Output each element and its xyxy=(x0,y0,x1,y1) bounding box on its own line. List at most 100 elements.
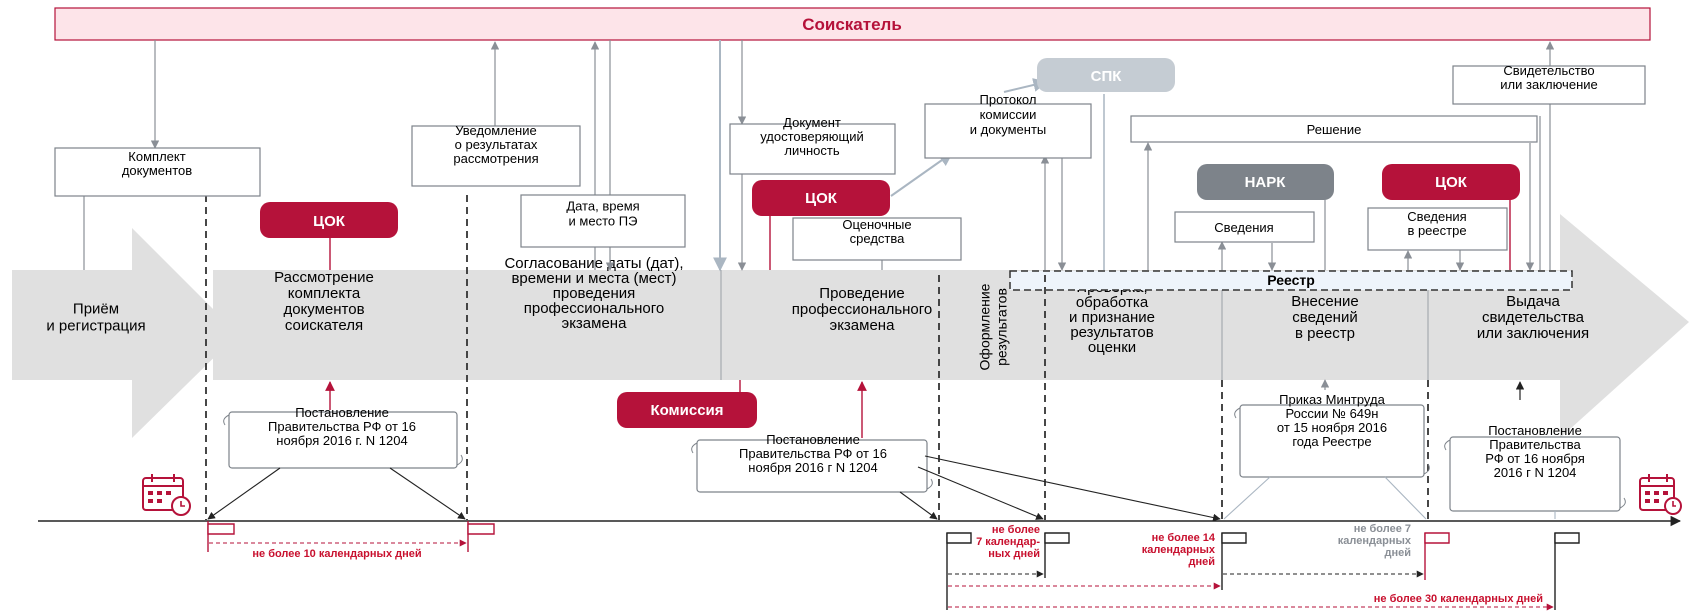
stage-scheduling-line: профессионального xyxy=(524,300,665,317)
commission-pill: Комиссия xyxy=(617,392,757,428)
stage-scheduling-line: времени и места (мест) xyxy=(511,270,676,287)
cok-pill-1-label: ЦОК xyxy=(313,213,346,230)
deadline-arrows xyxy=(209,539,1554,611)
doc-pointers xyxy=(207,455,1221,522)
stage-review-line: комплекта xyxy=(288,285,361,302)
connector-arrows xyxy=(83,40,1555,400)
doc-government-resolution-3-line: РФ от 16 ноября xyxy=(1485,451,1585,466)
deadline-30-days: не более 30 календарных дней xyxy=(1374,593,1543,605)
stage-registry-entry-line: Внесение xyxy=(1291,293,1358,310)
doc-pointers-light xyxy=(1223,476,1556,520)
box-decision: Решение xyxy=(1307,122,1362,137)
box-information-line: Сведения xyxy=(1214,220,1273,235)
stage-arrow-intake xyxy=(12,228,238,438)
deadline-14-days-line: календарных xyxy=(1142,544,1216,556)
stage-exam-line: экзамена xyxy=(830,317,896,334)
applicant-title: Соискатель xyxy=(802,15,902,34)
doc-government-resolution-1-line: Правительства РФ от 16 xyxy=(268,419,416,434)
box-document-kit-line: документов xyxy=(122,163,192,178)
deadline-7-days-issuance-line: календарных xyxy=(1338,535,1412,547)
box-information: Сведения xyxy=(1214,220,1273,235)
box-decision-line: Решение xyxy=(1307,122,1362,137)
cok-pill-1: ЦОК xyxy=(260,202,398,238)
stage-issuance-line: свидетельства xyxy=(1482,309,1585,326)
doc-labor-ministry-order-line: России № 649н xyxy=(1286,406,1379,421)
stage-exam-line: Проведение xyxy=(819,285,904,302)
deadline-30-days-line: не более 30 календарных дней xyxy=(1374,593,1543,605)
stage-registry-entry-line: сведений xyxy=(1292,309,1357,326)
cok-pill-2-label: ЦОК xyxy=(805,190,838,207)
box-review-notification-line: рассмотрения xyxy=(453,151,538,166)
box-certificate-or-conclusion-line: Свидетельство xyxy=(1503,63,1594,78)
stage-intake-line: и регистрация xyxy=(46,318,145,335)
stage-verification-line: и признание xyxy=(1069,309,1155,326)
spk-pill: СПК xyxy=(1037,58,1175,92)
calendar-icon xyxy=(142,474,191,516)
stage-verification-line: результатов xyxy=(1070,324,1153,341)
deadline-7-days-issuance-line: не более 7 xyxy=(1354,523,1411,535)
stage-verification-line: оценки xyxy=(1088,339,1136,356)
doc-government-resolution-2-line: Постановление xyxy=(766,432,860,447)
box-registry-information-line: в реестре xyxy=(1407,223,1466,238)
doc-labor-ministry-order-line: Приказ Минтруда xyxy=(1279,392,1385,407)
doc-government-resolution-3-line: 2016 г N 1204 xyxy=(1494,465,1577,480)
stage-registry-entry-line: в реестр xyxy=(1295,325,1355,342)
regulation-documents xyxy=(228,404,1621,512)
registry-label: Реестр xyxy=(1267,272,1315,288)
stage-results-formalization: Оформлениерезультатов xyxy=(977,283,1010,370)
timeline-flags xyxy=(207,521,1580,610)
stage-results-formalization-line: Оформление xyxy=(977,283,993,370)
stage-review-line: соискателя xyxy=(285,317,363,334)
process-band xyxy=(12,214,1689,438)
red-connectors xyxy=(325,198,1511,438)
box-assessment-tools-line: средства xyxy=(850,231,905,246)
box-identity-document-line: удостоверяющий xyxy=(760,129,864,144)
deadline-7-days-formalization-line: ных дней xyxy=(988,548,1040,560)
registry-bar: Реестр xyxy=(1009,270,1573,291)
box-certificate-or-conclusion-line: или заключение xyxy=(1500,77,1597,92)
nark-pill-label: НАРК xyxy=(1245,174,1287,191)
box-registry-information-line: Сведения xyxy=(1407,209,1466,224)
phase-dividers xyxy=(205,195,1429,520)
stage-scheduling-line: экзамена xyxy=(562,315,628,332)
box-exam-date-place-line: Дата, время xyxy=(566,199,639,214)
calendar-icon xyxy=(1639,474,1682,515)
stage-verification-line: обработка xyxy=(1076,294,1149,311)
box-identity-document-line: личность xyxy=(784,143,839,158)
box-identity-document-line: Документ xyxy=(783,115,841,130)
stage-review-line: документов xyxy=(283,301,364,318)
stage-scheduling: Согласование даты (дат),времени и места … xyxy=(504,255,683,332)
deadline-14-days-line: не более 14 xyxy=(1152,532,1216,544)
info-boxes xyxy=(54,65,1646,261)
doc-labor-ministry-order-line: от 15 ноября 2016 xyxy=(1277,420,1387,435)
box-document-kit-line: Комплект xyxy=(128,149,185,164)
stage-scheduling-line: Согласование даты (дат), xyxy=(504,255,683,272)
deadline-14-days-line: дней xyxy=(1188,556,1215,568)
deadline-10-days: не более 10 календарных дней xyxy=(252,548,421,560)
doc-government-resolution-3-line: Правительства xyxy=(1489,437,1581,452)
stage-issuance-line: Выдача xyxy=(1506,293,1560,310)
doc-government-resolution-1-line: ноября 2016 г. N 1204 xyxy=(276,433,407,448)
box-exam-date-place-line: и место ПЭ xyxy=(569,214,638,229)
box-assessment-tools-line: Оценочные xyxy=(842,217,911,232)
deadline-7-days-formalization-line: 7 календар- xyxy=(976,536,1040,548)
scroll-curls xyxy=(223,407,1626,509)
stage-results-formalization-line: результатов xyxy=(994,288,1010,366)
box-commission-protocol-line: комиссии xyxy=(980,107,1037,122)
cok-pill-3-label: ЦОК xyxy=(1435,174,1468,191)
doc-government-resolution-2-line: Правительства РФ от 16 xyxy=(739,446,887,461)
